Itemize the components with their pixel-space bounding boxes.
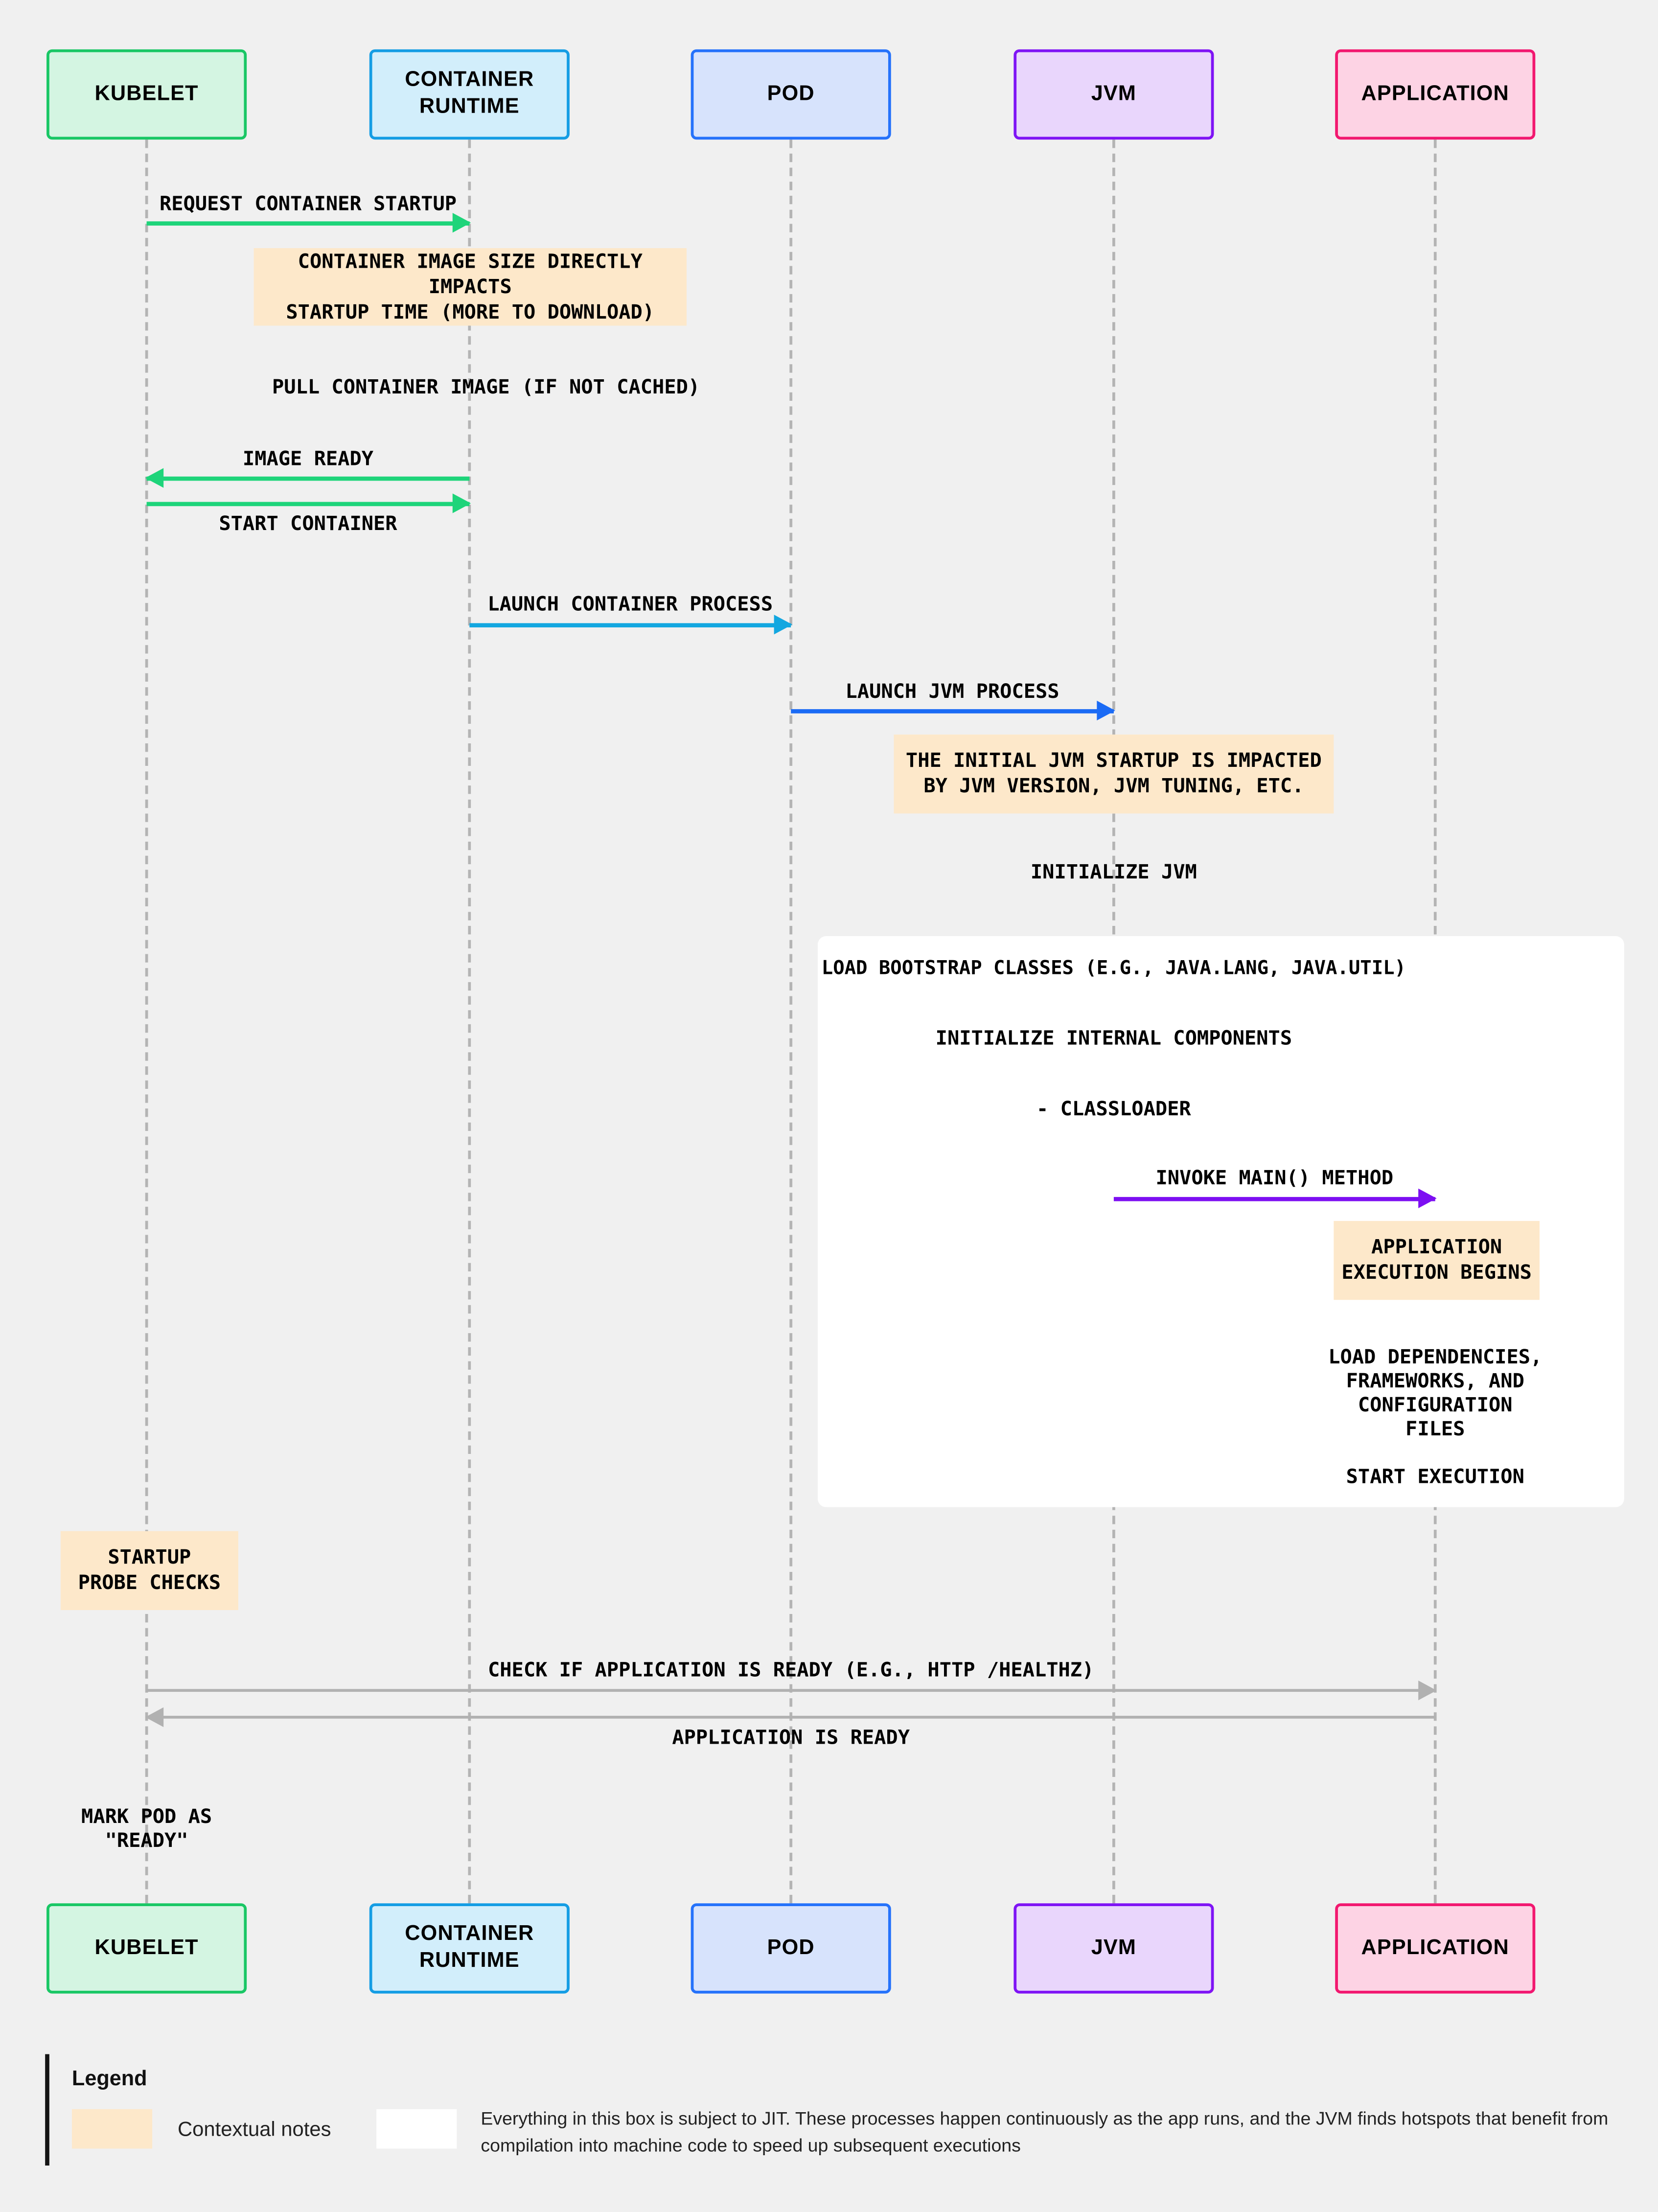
msg-launch-container-process: LAUNCH CONTAINER PROCESS xyxy=(487,593,773,616)
actor-kubelet-top: KUBELET xyxy=(46,49,247,140)
note-line: PROBE CHECKS xyxy=(78,1572,221,1595)
actor-label: CONTAINER RUNTIME xyxy=(405,1922,534,1973)
note-line: CONTAINER IMAGE SIZE DIRECTLY IMPACTS xyxy=(298,250,643,299)
actor-label: APPLICATION xyxy=(1361,1935,1509,1959)
actor-label: POD xyxy=(767,81,815,105)
msg-load-dependencies: LOAD DEPENDENCIES, FRAMEWORKS, AND CONFI… xyxy=(1322,1346,1548,1442)
note-line: THE INITIAL JVM STARTUP IS IMPACTED xyxy=(905,750,1322,773)
msg-request-container-startup: REQUEST CONTAINER STARTUP xyxy=(159,193,457,216)
actor-pod-bottom: POD xyxy=(691,1903,891,1994)
actor-jvm-bottom: JVM xyxy=(1013,1903,1214,1994)
note-application-execution-begins: APPLICATION EXECUTION BEGINS xyxy=(1334,1221,1540,1300)
msg-image-ready: IMAGE READY xyxy=(242,448,374,471)
msg-line: CONFIGURATION FILES xyxy=(1358,1394,1513,1441)
actor-pod-top: POD xyxy=(691,49,891,140)
arrow-request-container-startup xyxy=(146,213,471,233)
actor-label: KUBELET xyxy=(94,1935,199,1959)
msg-line: MARK POD AS xyxy=(81,1806,212,1829)
actor-jvm-top: JVM xyxy=(1013,49,1214,140)
arrow-check-application-ready xyxy=(146,1681,1437,1701)
actor-label: CONTAINER RUNTIME xyxy=(405,68,534,118)
actor-label: JVM xyxy=(1091,81,1137,105)
arrowhead-right-icon xyxy=(1418,1188,1437,1208)
msg-classloader: - CLASSLOADER xyxy=(1036,1098,1191,1121)
note-line: STARTUP xyxy=(108,1546,191,1569)
arrow-launch-container-process xyxy=(469,615,793,635)
msg-mark-pod-as-ready: MARK POD AS "READY" xyxy=(20,1806,274,1854)
note-line: BY JVM VERSION, JVM TUNING, ETC. xyxy=(923,775,1304,798)
lifeline-pod xyxy=(789,139,793,1904)
arrowhead-right-icon xyxy=(774,615,793,635)
msg-check-application-ready: CHECK IF APPLICATION IS READY (E.G., HTT… xyxy=(487,1659,1094,1682)
legend-contextual-notes-label: Contextual notes xyxy=(177,2119,331,2142)
arrow-launch-jvm-process xyxy=(791,700,1115,721)
note-startup-probe-checks: STARTUP PROBE CHECKS xyxy=(60,1531,238,1610)
arrow-application-is-ready xyxy=(145,1707,1435,1728)
contextual-note-swatch xyxy=(71,2109,153,2149)
note-line: EXECUTION BEGINS xyxy=(1341,1262,1532,1285)
msg-invoke-main-method: INVOKE MAIN() METHOD xyxy=(1155,1167,1394,1190)
lifeline-kubelet xyxy=(145,139,148,1904)
arrowhead-right-icon xyxy=(452,493,471,513)
arrowhead-right-icon xyxy=(1418,1681,1437,1701)
actor-application-top: APPLICATION xyxy=(1335,49,1536,140)
actor-container-runtime-top: CONTAINER RUNTIME xyxy=(369,49,570,140)
msg-start-execution: START EXECUTION xyxy=(1346,1466,1524,1489)
actor-label: KUBELET xyxy=(94,81,199,105)
msg-start-container: START CONTAINER xyxy=(219,513,397,536)
legend-accent-bar xyxy=(45,2054,49,2166)
msg-line: LOAD DEPENDENCIES, xyxy=(1328,1346,1543,1369)
note-jvm-startup-impact: THE INITIAL JVM STARTUP IS IMPACTED BY J… xyxy=(894,734,1334,814)
actor-container-runtime-bottom: CONTAINER RUNTIME xyxy=(369,1903,570,1994)
arrowhead-right-icon xyxy=(1097,700,1115,721)
msg-application-is-ready: APPLICATION IS READY xyxy=(672,1727,910,1750)
msg-line: FRAMEWORKS, AND xyxy=(1346,1370,1524,1393)
msg-initialize-internal-components: INITIALIZE INTERNAL COMPONENTS xyxy=(935,1028,1292,1051)
msg-launch-jvm-process: LAUNCH JVM PROCESS xyxy=(845,681,1059,704)
actor-kubelet-bottom: KUBELET xyxy=(46,1903,247,1994)
msg-initialize-jvm: INITIALIZE JVM xyxy=(1030,861,1197,884)
arrow-start-container xyxy=(146,493,471,513)
msg-line: "READY" xyxy=(105,1830,188,1853)
actor-label: JVM xyxy=(1091,1935,1137,1959)
arrowhead-left-icon xyxy=(145,468,164,488)
note-line: STARTUP TIME (MORE TO DOWNLOAD) xyxy=(286,301,655,324)
msg-load-bootstrap-classes: LOAD BOOTSTRAP CLASSES (E.G., JAVA.LANG,… xyxy=(821,957,1406,980)
actor-label: POD xyxy=(767,1935,815,1959)
actor-application-bottom: APPLICATION xyxy=(1335,1903,1536,1994)
jit-box-swatch xyxy=(376,2109,457,2149)
actor-label: APPLICATION xyxy=(1361,81,1509,105)
lifeline-container-runtime xyxy=(468,139,471,1904)
arrow-image-ready xyxy=(145,468,470,488)
note-container-image-size: CONTAINER IMAGE SIZE DIRECTLY IMPACTS ST… xyxy=(253,248,687,326)
arrow-invoke-main-method xyxy=(1113,1188,1437,1208)
arrowhead-right-icon xyxy=(452,213,471,233)
legend-title: Legend xyxy=(71,2067,147,2091)
note-line: APPLICATION xyxy=(1371,1236,1502,1259)
legend-jit-description: Everything in this box is subject to JIT… xyxy=(481,2107,1609,2156)
arrowhead-left-icon xyxy=(145,1707,164,1728)
msg-pull-container-image: PULL CONTAINER IMAGE (IF NOT CACHED) xyxy=(272,376,700,399)
